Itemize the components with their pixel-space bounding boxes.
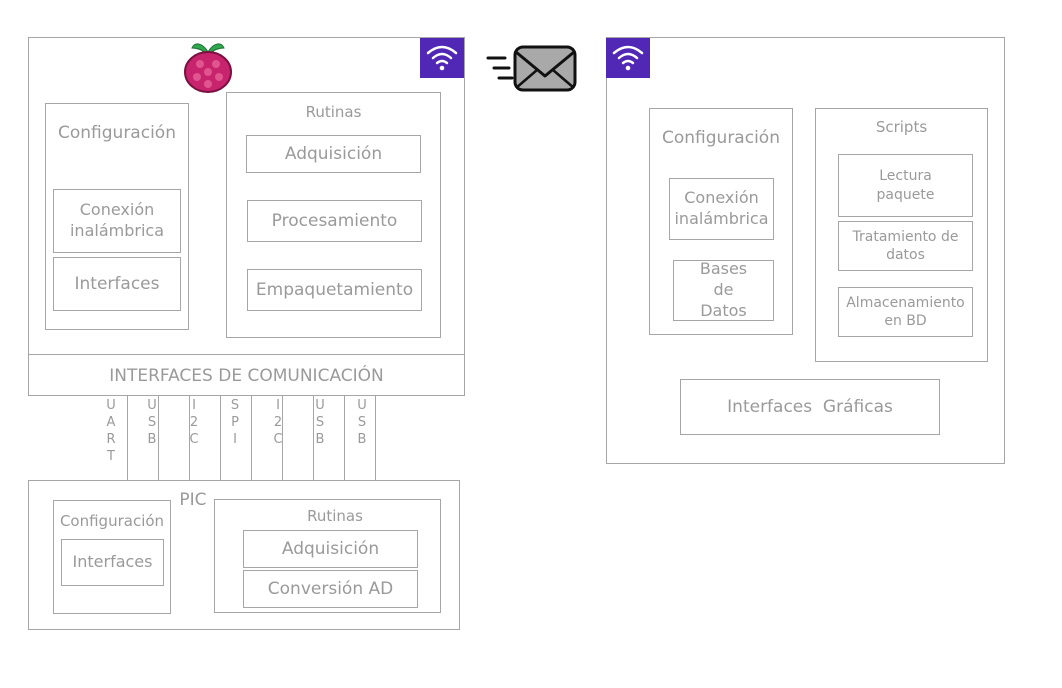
- server-databases-box: Bases de Datos: [673, 259, 774, 321]
- bus-line: [344, 396, 345, 480]
- bus-line: [189, 396, 190, 480]
- script-db-storage: Almacenamiento en BD: [838, 287, 973, 337]
- server-config-title: Configuración: [662, 128, 780, 148]
- raspberry-routines-title: Rutinas: [305, 103, 362, 121]
- pic-routines-title: Rutinas: [307, 507, 363, 525]
- pic-routine-acquisition: Adquisición: [243, 530, 418, 568]
- wifi-icon: [606, 38, 650, 78]
- bus-line: [158, 396, 159, 480]
- communication-interfaces-bar: [28, 354, 465, 396]
- bus-line: [375, 396, 376, 480]
- pic-routine-ad-conversion: Conversión AD: [243, 570, 418, 608]
- mail-icon: [486, 45, 577, 92]
- pic-config-title: Configuración: [59, 512, 165, 530]
- routine-processing: Procesamiento: [247, 200, 422, 242]
- script-data-processing: Tratamiento de datos: [838, 221, 973, 271]
- graphic-interfaces-box: Interfaces Gráficas: [680, 379, 940, 435]
- bus-line: [313, 396, 314, 480]
- raspberry-config-title: Configuración: [58, 123, 176, 143]
- pic-interfaces-box: Interfaces: [61, 539, 164, 586]
- communication-interfaces-label: INTERFACES DE COMUNICACIÓN: [109, 366, 384, 386]
- bus-line: [282, 396, 283, 480]
- routine-acquisition: Adquisición: [246, 135, 421, 173]
- routine-packaging: Empaquetamiento: [247, 269, 422, 311]
- graphic-interfaces-label: Interfaces Gráficas: [727, 396, 893, 417]
- script-read-packet: Lectura paquete: [838, 154, 973, 217]
- bus-line: [251, 396, 252, 480]
- raspberry-interfaces-box: Interfaces: [53, 257, 181, 311]
- pic-title: PIC: [179, 490, 207, 510]
- bus-line: [220, 396, 221, 480]
- wifi-icon: [420, 38, 464, 78]
- bus-line: [127, 396, 128, 480]
- raspberry-wireless-box: Conexión inalámbrica: [53, 189, 181, 253]
- server-scripts-title: Scripts: [875, 118, 928, 136]
- server-wireless-box: Conexión inalámbrica: [669, 178, 774, 240]
- raspberry-pi-icon: [184, 43, 232, 93]
